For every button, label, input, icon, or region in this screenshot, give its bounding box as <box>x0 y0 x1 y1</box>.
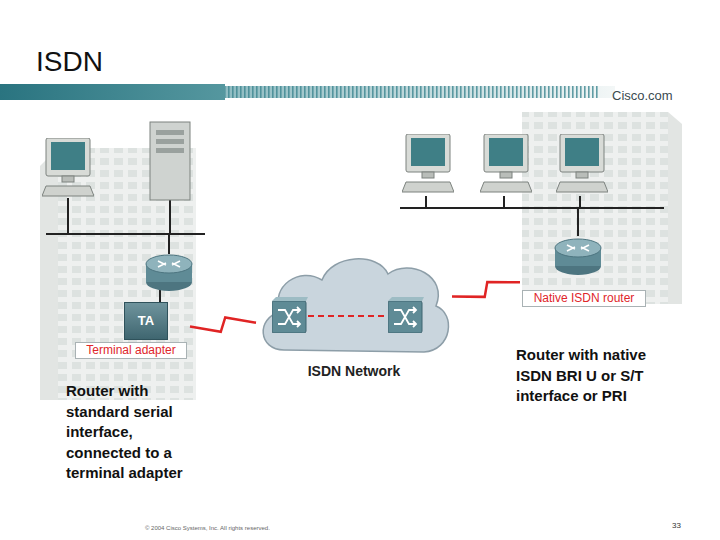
band-barcode <box>225 86 600 98</box>
header-band <box>0 84 615 100</box>
logo-text: Cisco.com <box>612 88 712 104</box>
router-symbol <box>555 239 601 275</box>
device-caption: Native ISDN router <box>522 290 646 307</box>
lan-wire <box>400 196 664 236</box>
drive-slot <box>156 130 184 135</box>
caption-text: Router with native ISDN BRI U or S/T int… <box>516 345 686 407</box>
drive-slot <box>156 139 184 144</box>
network-label: ISDN Network <box>276 362 432 382</box>
copyright-note: © 2004 Cisco Systems, Inc. All rights re… <box>145 524 345 532</box>
drive-slot <box>156 148 184 153</box>
workstation <box>42 138 94 196</box>
left-lan <box>42 122 205 302</box>
isdn-switch <box>388 297 424 333</box>
router-top <box>146 255 192 273</box>
building-side <box>668 112 682 304</box>
cloud-outline <box>263 259 448 352</box>
caption-text: Router with standard serial interface, c… <box>66 381 204 484</box>
router-icon <box>520 228 648 288</box>
isdn-link <box>190 317 256 331</box>
terminal-adapter: TA Terminal adapter <box>72 300 190 360</box>
workstation <box>480 134 532 192</box>
router-arrows <box>158 261 180 267</box>
native-isdn-router: Native ISDN router <box>520 228 648 310</box>
page-number: 33 <box>672 521 702 531</box>
slide-title: ISDN <box>36 46 103 78</box>
device-label: TA <box>124 302 168 340</box>
router-top <box>555 239 601 257</box>
router-arrows <box>567 245 589 251</box>
band-fade <box>225 86 615 98</box>
right-lan <box>400 134 664 236</box>
isdn-cloud: ISDN Network <box>256 250 452 384</box>
tower-case <box>150 122 190 200</box>
band-solid <box>0 84 225 100</box>
lan-wire <box>46 198 205 302</box>
workstation <box>402 134 454 192</box>
isdn-switch <box>272 297 308 333</box>
router-icon <box>146 255 192 291</box>
server-tower <box>150 122 190 200</box>
device-caption: Terminal adapter <box>75 342 187 359</box>
workstation <box>556 134 608 192</box>
isdn-link <box>452 282 520 297</box>
trunk-line <box>308 315 388 317</box>
